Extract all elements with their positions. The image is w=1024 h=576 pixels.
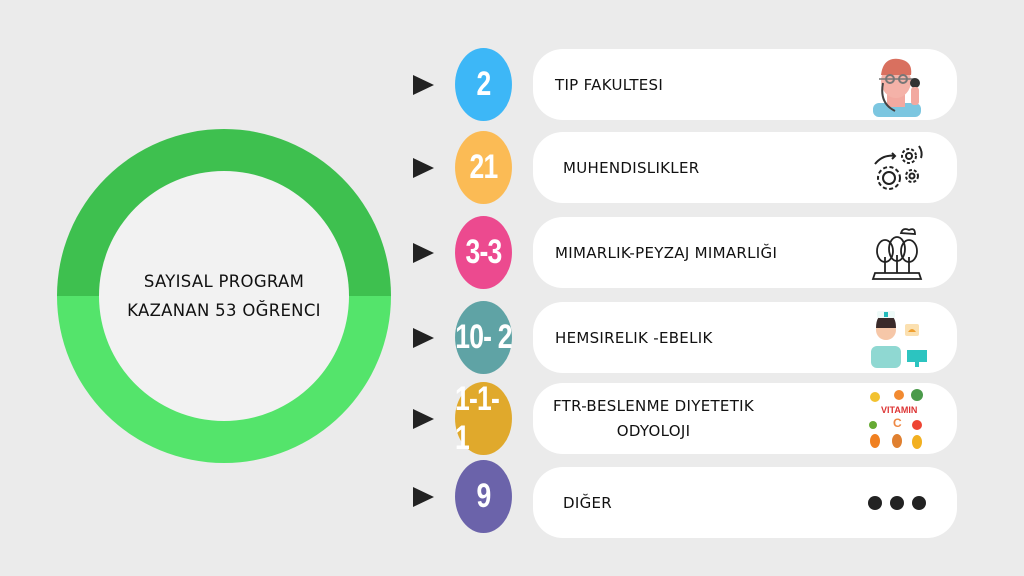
count-badge: 10- 2	[455, 301, 513, 374]
arrow-right-icon	[413, 328, 434, 348]
list-item-ftr: 1-1-1 FTR-BESLENME DIYETETIK ODYOLOJI VI…	[410, 380, 960, 457]
arrow-right-icon	[413, 243, 434, 263]
card-label: MIMARLIK-PEYZAJ MIMARLIĞI	[555, 243, 778, 262]
vitamin-food-icon: VITAMIN C	[869, 389, 923, 449]
list-item-muhendislik: 21 MUHENDISLIKLER	[410, 131, 960, 205]
card-label: MUHENDISLIKLER	[563, 158, 700, 177]
list-item-mimarlik: 3-3 MIMARLIK-PEYZAJ MIMARLIĞI	[410, 216, 960, 290]
card-label-line2: ODYOLOJI	[616, 421, 691, 440]
card-label: FTR-BESLENME DIYETETIK ODYOLOJI	[553, 383, 754, 454]
card-label-line1: FTR-BESLENME DIYETETIK	[553, 396, 755, 415]
arrow-right-icon	[413, 158, 434, 178]
summary-ring: SAYISAL PROGRAM KAZANAN 53 OĞRENCI	[57, 129, 391, 463]
more-dots-icon	[868, 496, 926, 510]
nurse-icon	[871, 311, 927, 368]
arrow-right-icon	[413, 487, 434, 507]
trees-icon	[871, 228, 923, 280]
count-badge: 3-3	[455, 216, 512, 289]
arrow-right-icon	[413, 75, 434, 95]
list-item-hemsirelik: 10- 2 HEMSIRELIK -EBELIK	[410, 301, 960, 375]
count-badge: 9	[455, 460, 512, 533]
gears-icon	[874, 145, 923, 190]
card: TIP FAKULTESI	[533, 49, 957, 120]
card: DIĞER	[533, 467, 957, 538]
arrow-right-icon	[413, 409, 434, 429]
count-badge: 21	[455, 131, 512, 204]
count-badge: 1-1-1	[455, 380, 512, 457]
count-badge: 2	[455, 48, 512, 121]
svg-text:C: C	[893, 416, 902, 430]
summary-line1: SAYISAL PROGRAM	[143, 272, 305, 291]
card: HEMSIRELIK -EBELIK	[533, 302, 957, 373]
list-item-diger: 9 DIĞER	[410, 460, 960, 538]
summary-center: SAYISAL PROGRAM KAZANAN 53 OĞRENCI	[99, 171, 349, 421]
svg-text:VITAMIN: VITAMIN	[881, 405, 917, 415]
card-label: DIĞER	[563, 493, 612, 512]
list-item-tip: 2 TIP FAKULTESI	[410, 48, 960, 122]
card-label: HEMSIRELIK -EBELIK	[555, 328, 713, 347]
card-label: TIP FAKULTESI	[555, 75, 664, 94]
card: FTR-BESLENME DIYETETIK ODYOLOJI VITAMIN …	[533, 383, 957, 454]
card: MUHENDISLIKLER	[533, 132, 957, 203]
summary-line2: KAZANAN 53 OĞRENCI	[127, 301, 321, 320]
card: MIMARLIK-PEYZAJ MIMARLIĞI	[533, 217, 957, 288]
doctor-icon	[873, 58, 921, 117]
